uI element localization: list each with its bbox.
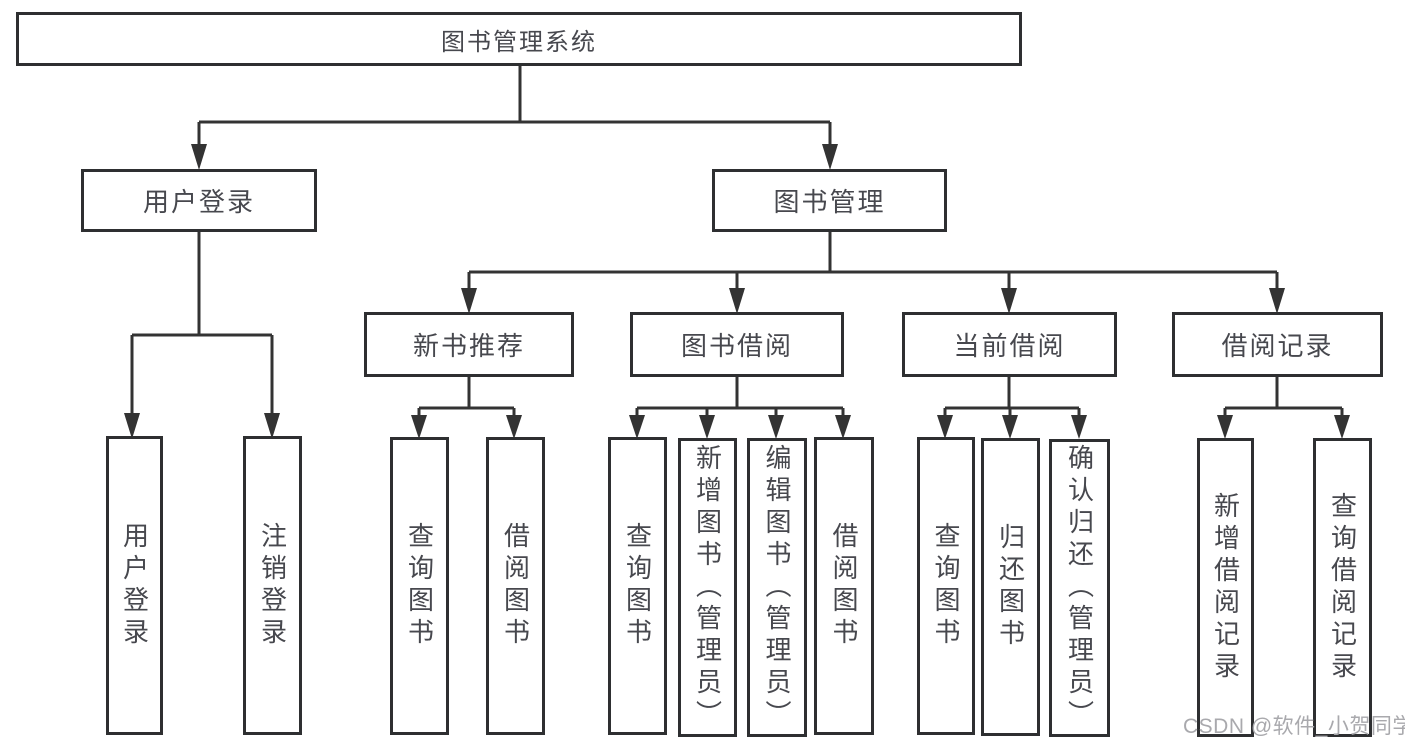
node-borrow-books-recommend-label: 借阅图书	[500, 522, 531, 650]
node-user-login: 用户登录	[81, 169, 317, 232]
node-root: 图书管理系统	[16, 12, 1022, 66]
node-logout: 注销登录	[243, 436, 302, 735]
node-add-borrow-record-label: 新增借阅记录	[1210, 491, 1241, 684]
node-add-book-admin: 新增图书（管理员）	[678, 438, 737, 737]
node-query-books-recommend-label: 查询图书	[404, 522, 435, 650]
node-login: 用户登录	[106, 436, 163, 735]
node-login-label: 用户登录	[119, 521, 150, 650]
node-query-books-recommend: 查询图书	[390, 437, 449, 735]
node-borrow-records: 借阅记录	[1172, 312, 1383, 377]
node-confirm-return-admin-label: 确认归还（管理员）	[1064, 444, 1095, 732]
node-book-borrowing: 图书借阅	[630, 312, 844, 377]
node-add-book-admin-label: 新增图书（管理员）	[692, 443, 723, 732]
node-return-books-label: 归还图书	[995, 523, 1026, 651]
node-edit-book-admin: 编辑图书（管理员）	[747, 438, 807, 737]
node-borrow-books-recommend: 借阅图书	[486, 437, 545, 735]
node-new-book-recommend: 新书推荐	[364, 312, 574, 377]
node-confirm-return-admin: 确认归还（管理员）	[1049, 439, 1110, 737]
node-query-books-borrowing: 查询图书	[608, 437, 667, 735]
arrowheads	[124, 144, 1350, 439]
node-query-books-current-label: 查询图书	[931, 522, 961, 650]
node-query-borrow-record: 查询借阅记录	[1313, 438, 1372, 737]
node-add-borrow-record: 新增借阅记录	[1197, 438, 1254, 737]
node-query-borrow-record-label: 查询借阅记录	[1327, 491, 1358, 684]
node-borrow-books-borrowing-label: 借阅图书	[829, 522, 859, 650]
node-book-management: 图书管理	[712, 169, 947, 232]
node-logout-label: 注销登录	[257, 521, 288, 650]
node-edit-book-admin-label: 编辑图书（管理员）	[762, 443, 792, 732]
node-current-borrowing: 当前借阅	[902, 312, 1117, 377]
node-borrow-books-borrowing: 借阅图书	[814, 437, 874, 735]
node-return-books: 归还图书	[981, 438, 1040, 736]
csdn-watermark: CSDN @软件_小贺同学	[1183, 715, 1405, 738]
node-query-books-borrowing-label: 查询图书	[622, 522, 653, 650]
node-query-books-current: 查询图书	[917, 437, 975, 735]
